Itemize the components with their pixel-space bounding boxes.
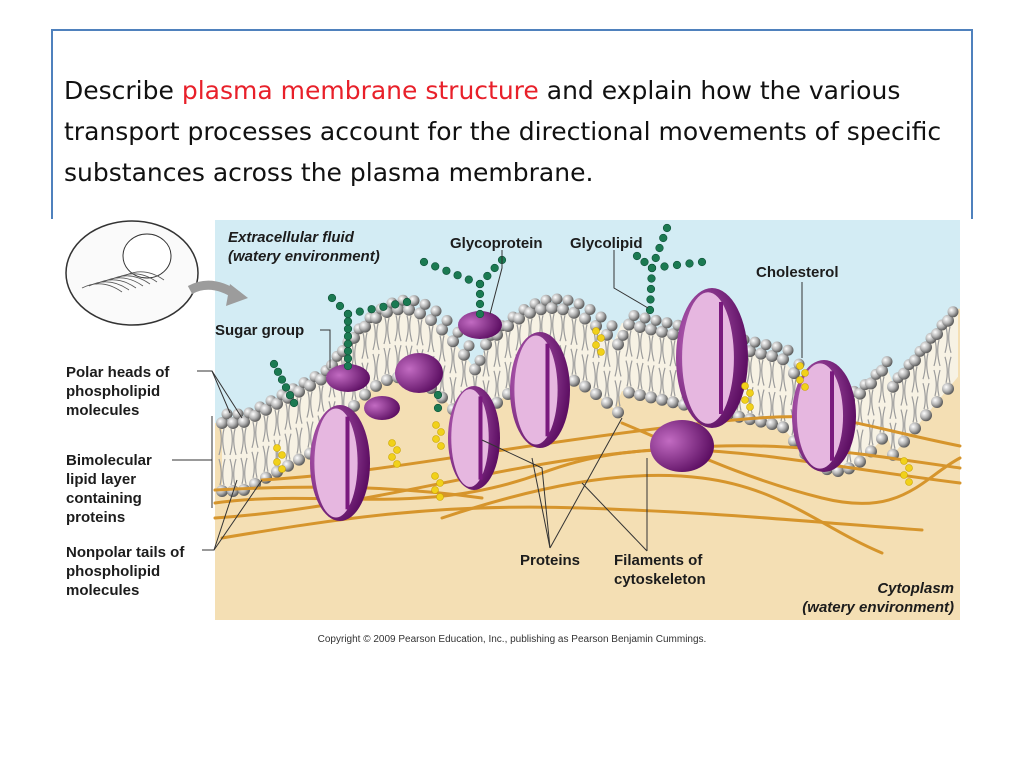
cell-icon — [65, 220, 248, 326]
extracellular-region — [215, 220, 960, 423]
label-glycoprotein: Glycoprotein — [450, 235, 543, 252]
membrane-diagram — [65, 220, 962, 620]
label-proteins: Proteins — [520, 552, 581, 569]
label-sugar-group: Sugar group — [215, 322, 305, 339]
polar-heads-outer — [216, 293, 959, 429]
label-extracellular: Extracellular fluid(watery environment) — [228, 229, 380, 265]
title-frame — [51, 29, 973, 219]
label-cytoplasm: Cytoplasm(watery environment) — [802, 580, 954, 616]
copyright-notice: Copyright © 2009 Pearson Education, Inc.… — [317, 634, 707, 645]
lipid-bilayer — [222, 308, 958, 491]
glyco-chains — [269, 223, 707, 413]
title-prefix: Describe — [64, 76, 182, 105]
cholesterol-molecules — [273, 327, 913, 501]
membrane-figure: Extracellular fluid(watery environment) … — [62, 218, 962, 628]
label-glycolipid: Glycolipid — [570, 235, 643, 252]
leader-lines — [172, 250, 803, 552]
slide-title: Describe plasma membrane structure and e… — [64, 70, 964, 193]
label-cholesterol: Cholesterol — [756, 264, 839, 281]
title-suffix: and explain how the various transport pr… — [64, 76, 942, 187]
title-highlight: plasma membrane structure — [181, 76, 539, 105]
